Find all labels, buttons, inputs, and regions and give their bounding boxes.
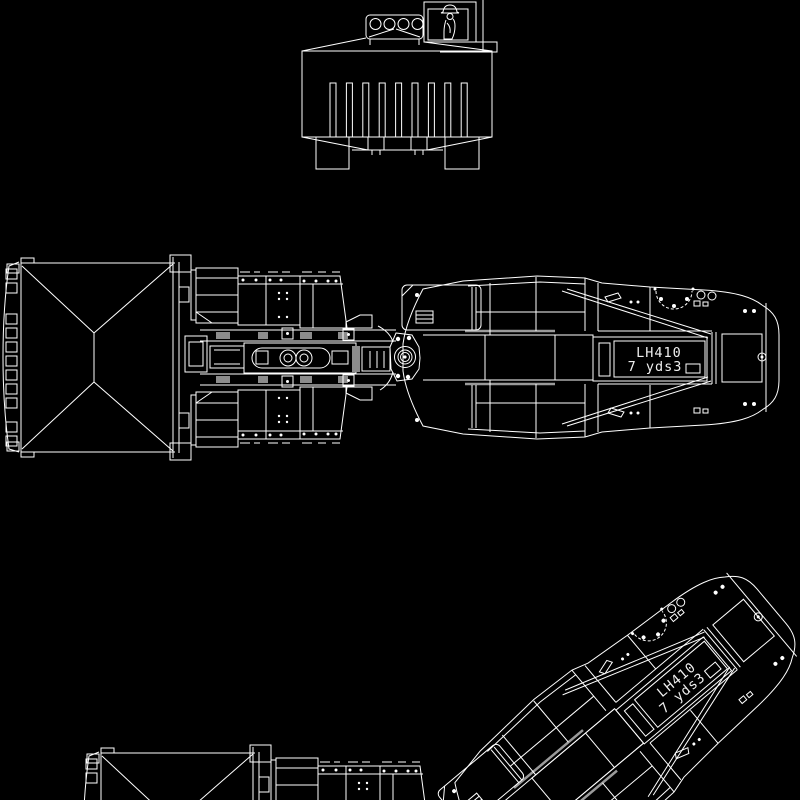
articulated-plan-view	[83, 542, 800, 800]
articulated-rear-section	[429, 542, 800, 800]
front-wheel	[444, 136, 480, 170]
operator-figure	[440, 4, 460, 40]
front-wheel	[315, 136, 350, 170]
headlight-icon	[369, 18, 382, 30]
headlight-icon	[397, 18, 410, 30]
front-grille	[329, 82, 468, 138]
plan-front-section	[3, 255, 420, 460]
articulated-front-section	[83, 745, 500, 800]
light-bar	[365, 14, 424, 45]
headlight-icon	[411, 18, 424, 30]
operator-cab-front	[423, 0, 498, 53]
headlight-icon	[383, 18, 396, 30]
hard-hat-icon	[440, 4, 460, 14]
plan-view	[3, 255, 781, 460]
front-elevation-view	[301, 0, 498, 170]
plan-rear-section	[400, 274, 781, 441]
cab-window	[427, 8, 469, 41]
